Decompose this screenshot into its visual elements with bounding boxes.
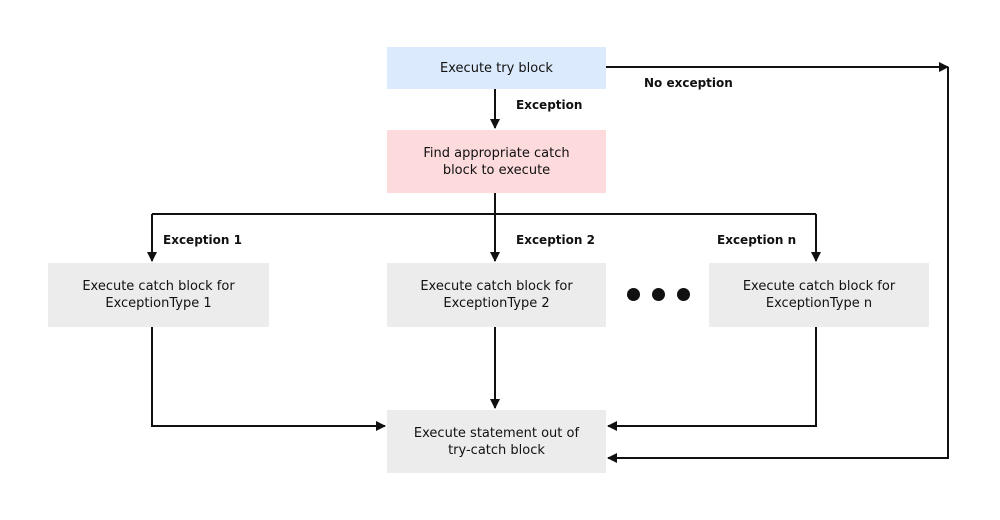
ellipsis-dot bbox=[627, 288, 640, 301]
node-find-catch: Find appropriate catch block to execute bbox=[387, 130, 606, 193]
label-exception-n: Exception n bbox=[717, 233, 797, 247]
node-catch-2-label: Execute catch block for ExceptionType 2 bbox=[420, 279, 573, 311]
node-try-block: Execute try block bbox=[387, 47, 606, 89]
node-catch-n-label: Execute catch block for ExceptionType n bbox=[742, 279, 896, 311]
node-catch-n: Execute catch block for ExceptionType n bbox=[709, 263, 929, 327]
node-try-block-label: Execute try block bbox=[440, 60, 553, 76]
arrow-catch1-to-after bbox=[151, 327, 386, 431]
arrow-no-exception-return bbox=[607, 67, 949, 463]
label-no-exception: No exception bbox=[644, 76, 733, 90]
label-exception: Exception bbox=[516, 98, 583, 112]
label-exception-1: Exception 1 bbox=[163, 233, 242, 247]
node-after: Execute statement out of try-catch block bbox=[387, 410, 606, 473]
ellipsis-dot bbox=[652, 288, 665, 301]
ellipsis-dot bbox=[677, 288, 690, 301]
arrow-catchn-to-after bbox=[607, 327, 817, 431]
label-exception-2: Exception 2 bbox=[516, 233, 595, 247]
node-catch-1: Execute catch block for ExceptionType 1 bbox=[48, 263, 269, 327]
node-find-catch-label: Find appropriate catch block to execute bbox=[423, 145, 570, 178]
node-after-label: Execute statement out of try-catch block bbox=[413, 425, 580, 458]
node-catch-1-label: Execute catch block for ExceptionType 1 bbox=[82, 279, 235, 311]
node-catch-2: Execute catch block for ExceptionType 2 bbox=[387, 263, 606, 327]
